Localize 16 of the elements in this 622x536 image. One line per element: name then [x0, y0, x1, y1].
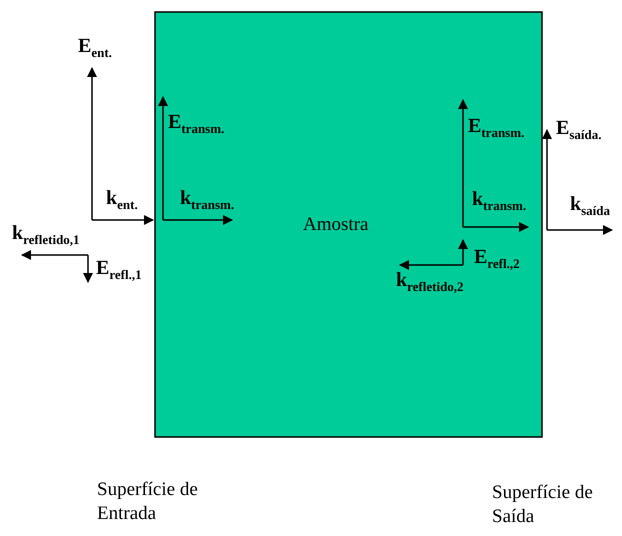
vector-label: k$_{transm.}$ — [180, 188, 234, 211]
vector-label: E$_{ent.}$ — [78, 36, 112, 59]
vector-label: k$_{ent.}$ — [106, 188, 138, 211]
vector-label: k$_{transm.}$ — [472, 189, 526, 212]
sample-label: Amostra — [303, 213, 368, 237]
vector-label: E$_{refl.,1}$ — [96, 258, 142, 281]
vector-label: E$_{saída.}$ — [556, 118, 602, 141]
vector-label: k$_{saída}$ — [570, 194, 610, 217]
surface-caption: Superfície de Entrada — [97, 478, 199, 526]
vector-label: k$_{refletido,1}$ — [12, 223, 80, 246]
vector-label: E$_{transm.}$ — [468, 116, 524, 139]
vector-label: E$_{refl.,2}$ — [474, 247, 520, 270]
surface-caption: Superfície de Saída — [492, 481, 594, 529]
sample-block — [154, 11, 543, 438]
vector-label: E$_{transm.}$ — [168, 112, 224, 135]
vector-label: k$_{refletido,2}$ — [396, 270, 464, 293]
